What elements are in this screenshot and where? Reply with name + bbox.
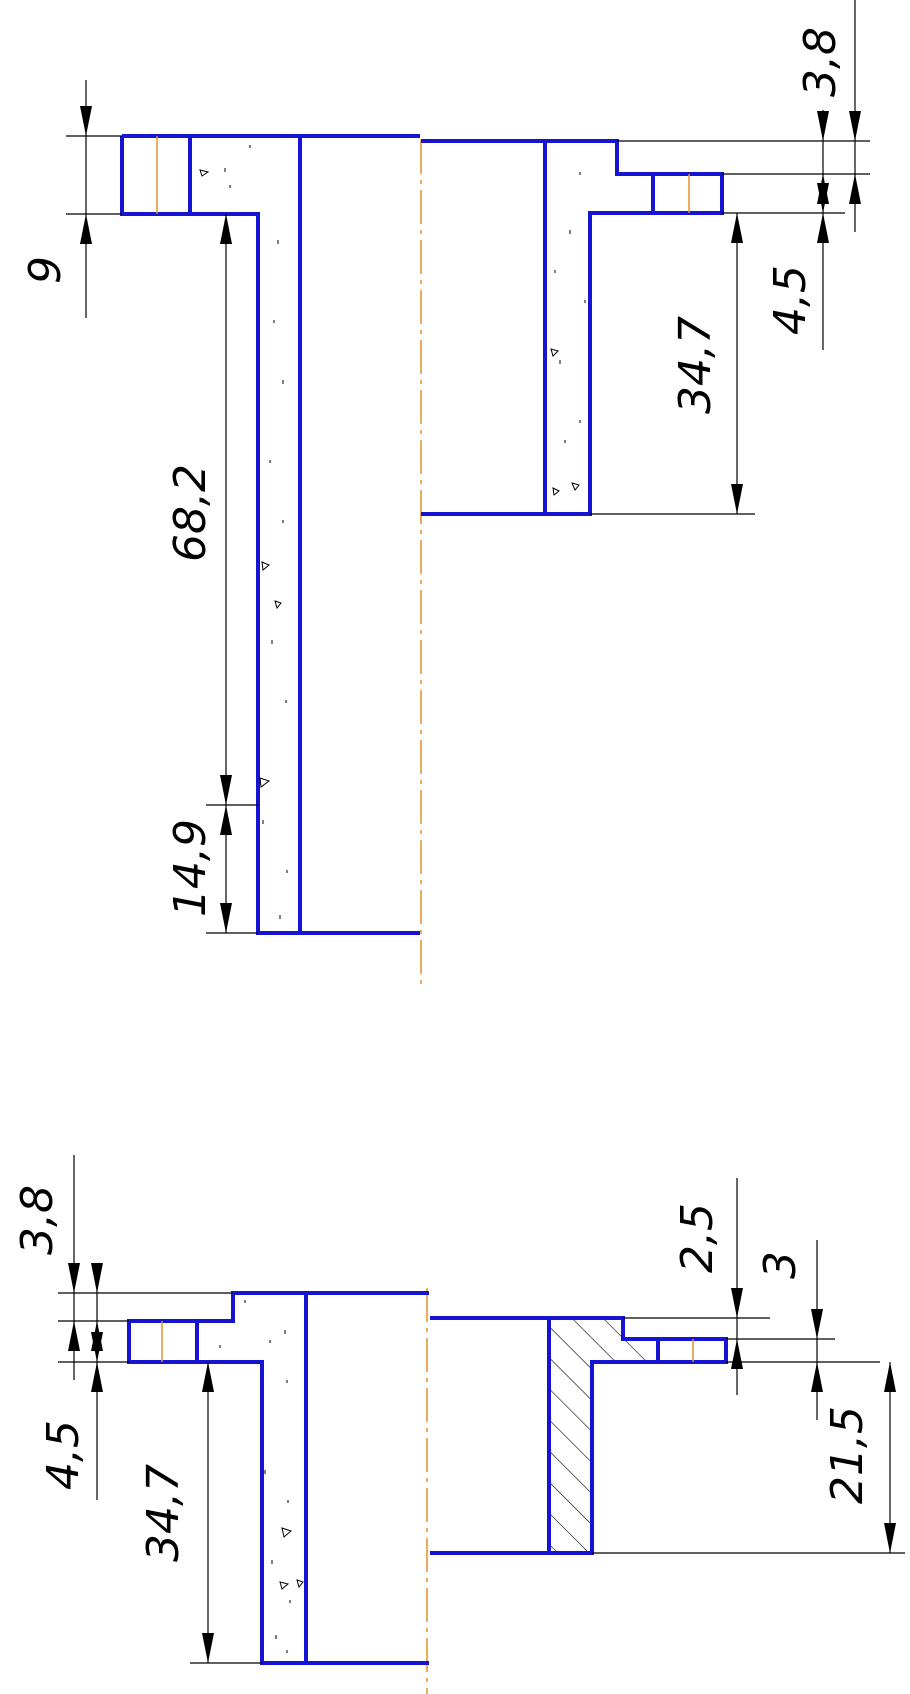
bottom-dim-flange-left-step: 3,8 [12,1185,63,1255]
bottom-dim-flange-left-thickness: 4,5 [38,1420,89,1490]
top-dim-flange-right-step: 3,8 [795,27,846,97]
top-right-part-outline [421,139,724,516]
bottom-dim-web-right-length: 21,5 [822,1406,873,1504]
bottom-dim-flange-right-thickness: 3 [755,1251,806,1279]
top-section-view: 9 68,2 14,9 3,8 4,5 34,7 [20,0,870,985]
top-dim-flange-left-thickness: 9 [20,256,71,284]
bottom-section-view: 3,8 4,5 34,7 2,5 3 21,5 [12,1155,905,1694]
top-left-part-outline [120,134,420,935]
bottom-dimension-lines [58,1155,905,1664]
bottom-left-part-outline [127,1291,429,1665]
top-dim-foot-length: 14,9 [165,819,216,917]
top-dim-web-right-length: 34,7 [670,316,721,414]
bottom-dim-web-left-length: 34,7 [138,1464,189,1562]
bottom-dim-flange-right-step: 2,5 [672,1203,723,1273]
top-dim-web-length: 68,2 [165,464,216,562]
bottom-concrete-fill-marks [219,1300,304,1653]
bottom-right-hatched-section [549,1318,658,1553]
top-concrete-fill-marks [199,145,586,919]
bottom-right-part-outline [430,1316,728,1555]
top-dimension-lines [66,0,870,934]
top-dim-flange-right-thickness: 4,5 [765,265,816,335]
